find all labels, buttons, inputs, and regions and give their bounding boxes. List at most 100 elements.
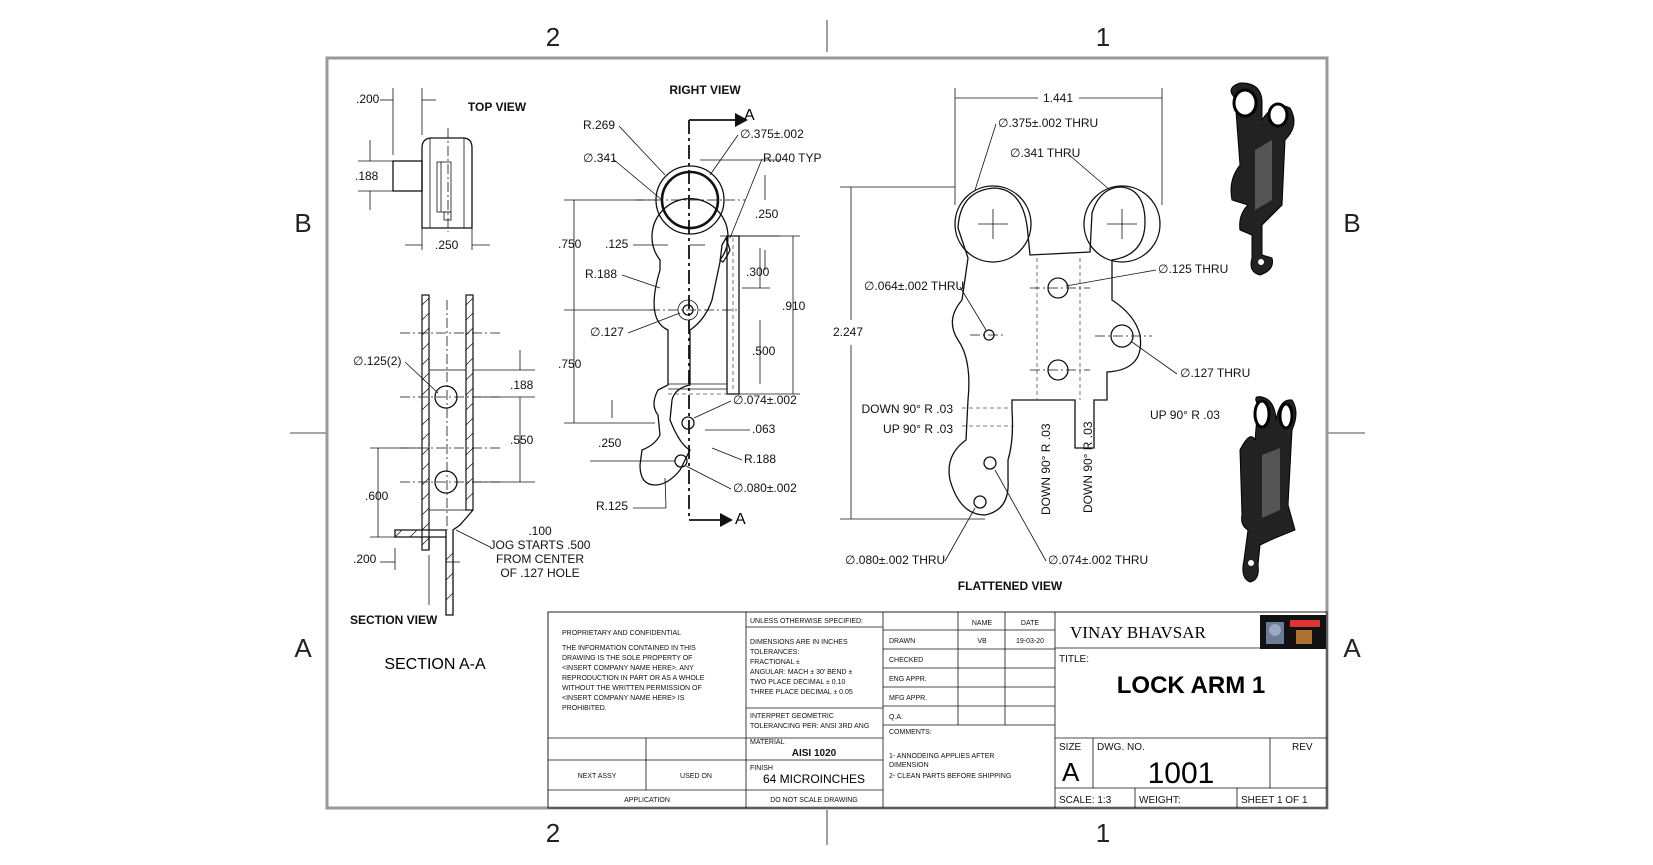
tb-tol-5: THREE PLACE DECIMAL ± 0.05 <box>750 689 853 696</box>
tb-title: LOCK ARM 1 <box>1117 672 1265 699</box>
zone-top-2: 2 <box>546 22 560 52</box>
top-view: TOP VIEW .200 .188 .250 <box>355 88 527 252</box>
tb-interpret-1: TOLERANCING PER: ANSI 3RD ANG <box>750 723 869 730</box>
title-block: PROPRIETARY AND CONFIDENTIAL THE INFORMA… <box>547 611 1328 809</box>
flat-bend-up-1: UP 90° R .03 <box>883 422 953 436</box>
tb-comment-0: 1- ANNODEING APPLIES AFTER <box>889 753 994 760</box>
right-view: RIGHT VIEW A A R.269 ∅.341 ∅.375±.002 R.… <box>558 83 821 528</box>
dim-rv-d250b: .250 <box>598 436 622 450</box>
dim-rv-d341: ∅.341 <box>583 151 617 165</box>
tb-dwg-label: DWG. NO. <box>1097 742 1145 753</box>
zone-bottom-1: 1 <box>1096 818 1110 848</box>
section-name: SECTION A-A <box>384 656 486 673</box>
dim-sec-hole: ∅.125(2) <box>353 354 401 368</box>
tb-comment-1: DIMENSION <box>889 762 929 769</box>
tb-no-scale: DO NOT SCALE DRAWING <box>770 797 858 804</box>
tb-prop-line-2: <INSERT COMPANY NAME HERE>. ANY <box>562 665 694 672</box>
tb-row-drawn: DRAWN <box>889 638 915 645</box>
tb-tol-3: ANGULAR: MACH ± 30' BEND ± <box>750 669 853 676</box>
dim-flat-d375: ∅.375±.002 THRU <box>998 116 1098 130</box>
tb-tol-0: DIMENSIONS ARE IN INCHES <box>750 639 848 646</box>
tb-size-label: SIZE <box>1059 742 1082 753</box>
tb-row-drawn-date: 19-03-20 <box>1016 638 1044 645</box>
section-mark-bottom: A <box>735 511 746 528</box>
dim-sec-550: .550 <box>510 433 534 447</box>
section-view: ∅.125(2) .188 .550 .600 .200 .100 JOG ST… <box>350 294 591 673</box>
dim-rv-d500: .500 <box>752 344 776 358</box>
tb-size: A <box>1062 757 1080 787</box>
zone-right-b: B <box>1343 208 1360 238</box>
tb-finish-label: FINISH <box>750 765 773 772</box>
dim-sec-jog-3: FROM CENTER <box>496 552 584 566</box>
dim-rv-r188a: R.188 <box>585 267 617 281</box>
flat-bend-down-3: DOWN 90° R .03 <box>1081 421 1095 513</box>
dim-top-188: .188 <box>355 169 379 183</box>
top-view-label: TOP VIEW <box>468 100 527 114</box>
tb-rev-label: REV <box>1292 742 1313 753</box>
tb-prop-line-1: DRAWING IS THE SOLE PROPERTY OF <box>562 655 692 662</box>
tb-row-mfg: MFG APPR. <box>889 695 927 702</box>
dim-flat-1441: 1.441 <box>1043 91 1073 105</box>
dim-sec-600: .600 <box>365 489 389 503</box>
tb-comments-label: COMMENTS: <box>889 729 932 736</box>
dim-sec-jog-2: JOG STARTS .500 <box>490 538 591 552</box>
tb-material: AISI 1020 <box>792 748 837 759</box>
dim-rv-d910: .910 <box>782 299 806 313</box>
dim-flat-d125: ∅.125 THRU <box>1158 262 1228 276</box>
tb-prop-line-5: <INSERT COMPANY NAME HERE> IS <box>562 695 685 702</box>
tb-proprietary-title: PROPRIETARY AND CONFIDENTIAL <box>562 630 681 637</box>
tb-row-drawn-name: VB <box>977 638 987 645</box>
tb-weight: WEIGHT: <box>1139 795 1181 806</box>
dim-flat-2247: 2.247 <box>833 325 863 339</box>
tb-prop-line-0: THE INFORMATION CONTAINED IN THIS <box>562 645 696 652</box>
zone-left-a: A <box>294 633 312 663</box>
flattened-view: 1.441 ∅.375±.002 THRU ∅.341 THRU 2.247 ∅… <box>833 88 1250 593</box>
dim-rv-d063: .063 <box>752 422 776 436</box>
tb-row-qa: Q.A. <box>889 714 903 721</box>
zone-bottom-2: 2 <box>546 818 560 848</box>
tb-next-assy: NEXT ASSY <box>578 773 617 780</box>
dim-rv-d127: ∅.127 <box>590 325 624 339</box>
dim-flat-d341: ∅.341 THRU <box>1010 146 1080 160</box>
tb-finish: 64 MICROINCHES <box>763 772 865 786</box>
dim-rv-d074: ∅.074±.002 <box>733 393 797 407</box>
tb-unless: UNLESS OTHERWISE SPECIFIED: <box>750 618 863 625</box>
tb-used-on: USED ON <box>680 773 712 780</box>
dim-rv-d750a: .750 <box>558 237 582 251</box>
tb-tol-1: TOLERANCES: <box>750 649 799 656</box>
tb-row-eng: ENG APPR. <box>889 676 927 683</box>
tb-row-checked: CHECKED <box>889 657 923 664</box>
tb-prop-line-3: REPRODUCTION IN PART OR AS A WHOLE <box>562 675 705 682</box>
dim-flat-d064: ∅.064±.002 THRU <box>864 279 964 293</box>
dim-rv-r188b: R.188 <box>744 452 776 466</box>
dim-rv-d125: .125 <box>605 237 629 251</box>
tb-scale: SCALE: 1:3 <box>1059 795 1112 806</box>
tb-date-col: DATE <box>1021 620 1039 627</box>
zone-right-a: A <box>1343 633 1361 663</box>
zone-ticks <box>290 20 1365 845</box>
tb-interpret-0: INTERPRET GEOMETRIC <box>750 713 834 720</box>
section-view-label: SECTION VIEW <box>350 613 438 627</box>
tb-material-label: MATERIAL <box>750 739 785 746</box>
tb-tol-2: FRACTIONAL ± <box>750 659 800 666</box>
tb-name-col: NAME <box>972 620 993 627</box>
tb-author: VINAY BHAVSAR <box>1070 623 1207 642</box>
dim-flat-d074: ∅.074±.002 THRU <box>1048 553 1148 567</box>
dim-rv-r040: R.040 TYP <box>763 151 821 165</box>
zone-top-1: 1 <box>1096 22 1110 52</box>
dim-rv-r269: R.269 <box>583 118 615 132</box>
dim-top-250: .250 <box>435 238 459 252</box>
isometric-view-top <box>1230 82 1295 276</box>
dim-rv-d300: .300 <box>746 265 770 279</box>
dim-rv-r125: R.125 <box>596 499 628 513</box>
dim-sec-jog-4: OF .127 HOLE <box>500 566 579 580</box>
dim-rv-d750b: .750 <box>558 357 582 371</box>
flat-bend-down-1: DOWN 90° R .03 <box>862 402 954 416</box>
dim-top-200: .200 <box>356 92 380 106</box>
flat-bend-up-2: UP 90° R .03 <box>1150 408 1220 422</box>
tb-comment-2: 2- CLEAN PARTS BEFORE SHIPPING <box>889 773 1011 780</box>
dim-sec-188: .188 <box>510 378 534 392</box>
dim-rv-d375: ∅.375±.002 <box>740 127 804 141</box>
tb-sheet: SHEET 1 OF 1 <box>1241 795 1308 806</box>
